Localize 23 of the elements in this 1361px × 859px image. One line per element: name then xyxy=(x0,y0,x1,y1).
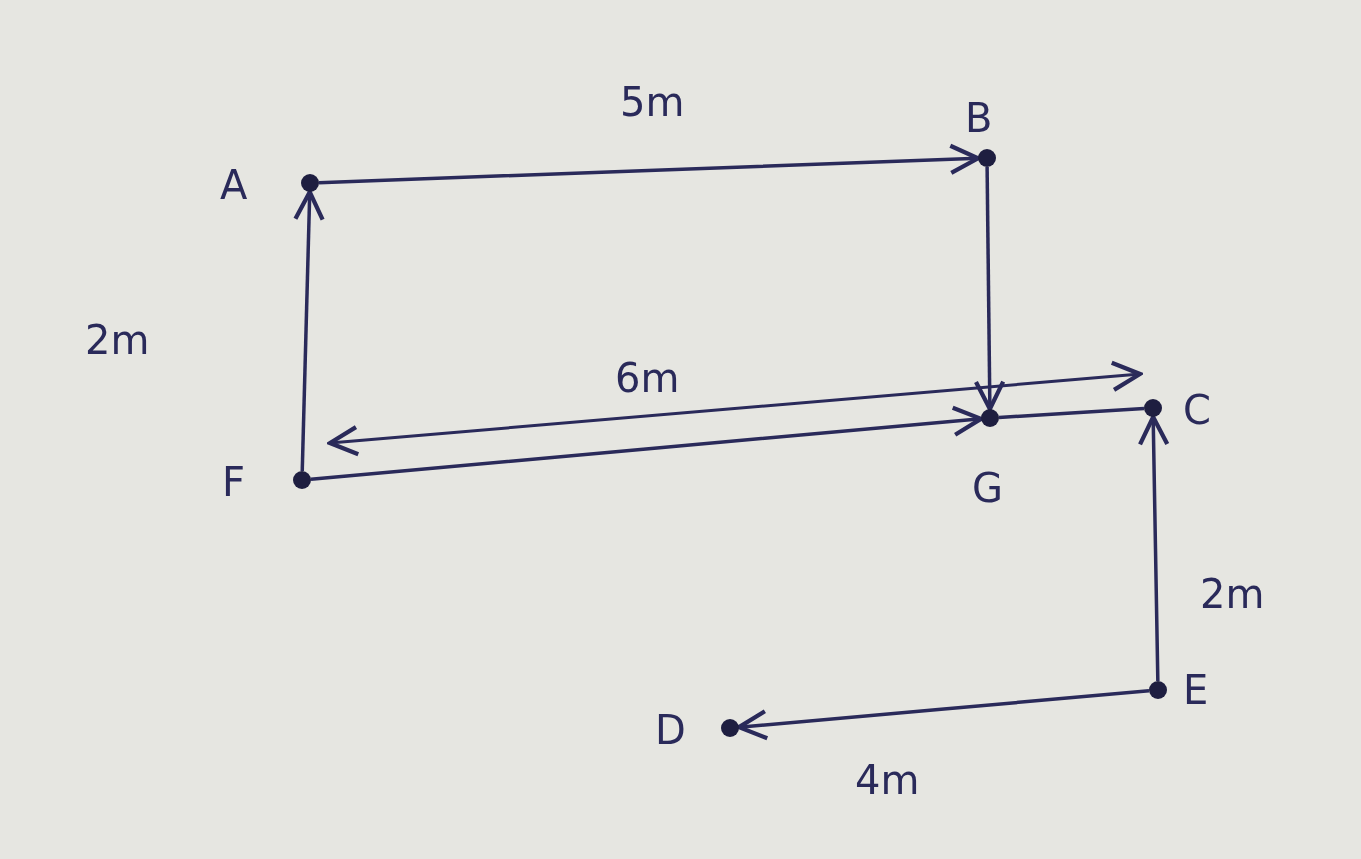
edge-label: 4m xyxy=(855,758,920,802)
arrow xyxy=(973,166,1006,412)
point-dot xyxy=(301,174,319,192)
edge-label: 2m xyxy=(85,318,150,362)
point-label: G xyxy=(972,466,1003,510)
point-dot xyxy=(981,409,999,427)
line xyxy=(998,406,1145,420)
point-dot xyxy=(293,471,311,489)
point-label: B xyxy=(965,96,993,140)
edge-label: 5m xyxy=(620,80,685,124)
point-label: F xyxy=(222,460,245,504)
point-label: A xyxy=(220,163,248,207)
edge-label: 2m xyxy=(1200,572,1265,616)
dimension-label: 6m xyxy=(615,356,680,400)
arrow xyxy=(293,189,325,472)
point-dot xyxy=(978,149,996,167)
point-dot xyxy=(1144,399,1162,417)
point-label: D xyxy=(655,708,686,752)
point-dot xyxy=(721,719,739,737)
point-dot xyxy=(1149,681,1167,699)
point-label: E xyxy=(1183,668,1209,712)
arrow xyxy=(1137,414,1170,682)
point-label: C xyxy=(1183,388,1211,432)
